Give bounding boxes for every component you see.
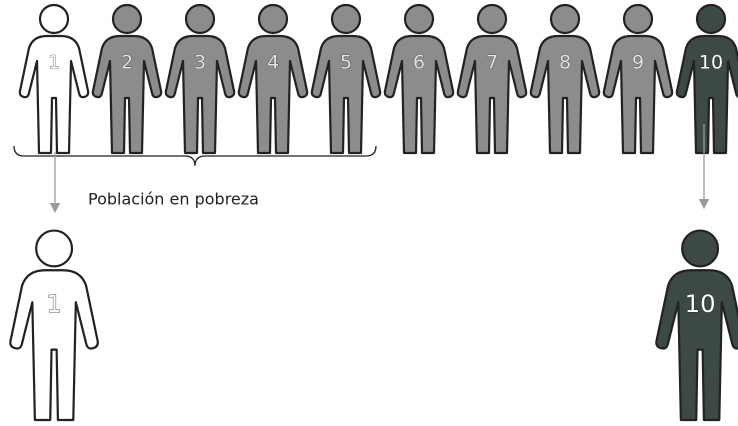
poverty-bracket <box>13 145 377 167</box>
person-label: 10 <box>699 52 723 74</box>
person-5: 5 <box>310 3 382 155</box>
person-body <box>675 34 738 155</box>
person-head <box>622 3 654 35</box>
person-head <box>257 3 289 35</box>
person-body <box>529 34 601 155</box>
person-2: 2 <box>91 3 163 155</box>
person-body <box>383 34 455 155</box>
person-head <box>403 3 435 35</box>
person-8: 8 <box>529 3 601 155</box>
person-head <box>695 3 727 35</box>
people-row: 1 2 3 4 5 6 7 8 9 10 <box>18 3 738 155</box>
person-body <box>655 269 738 422</box>
person-body <box>91 34 163 155</box>
highlight-row: 1 10 <box>9 229 738 422</box>
highlight-person-label: 1 <box>46 289 61 318</box>
person-3: 3 <box>164 3 236 155</box>
person-label: 4 <box>267 52 279 74</box>
person-label: 1 <box>48 52 60 74</box>
person-head <box>549 3 581 35</box>
person-label: 6 <box>413 52 425 74</box>
person-head <box>35 229 74 268</box>
person-head <box>681 229 720 268</box>
person-head <box>38 3 70 35</box>
person-body <box>456 34 528 155</box>
person-9: 9 <box>602 3 674 155</box>
person-body <box>310 34 382 155</box>
person-10: 10 <box>675 3 738 155</box>
person-label: 3 <box>194 52 206 74</box>
person-6: 6 <box>383 3 455 155</box>
person-body <box>237 34 309 155</box>
person-body <box>602 34 674 155</box>
person-body <box>164 34 236 155</box>
person-head <box>111 3 143 35</box>
person-label: 9 <box>632 52 644 74</box>
highlight-person-2: 10 <box>655 229 738 422</box>
person-label: 5 <box>340 52 352 74</box>
person-head <box>184 3 216 35</box>
person-label: 8 <box>559 52 571 74</box>
person-1: 1 <box>18 3 90 155</box>
person-4: 4 <box>237 3 309 155</box>
person-label: 7 <box>486 52 498 74</box>
person-body <box>18 34 90 155</box>
person-head <box>330 3 362 35</box>
highlight-person-label: 10 <box>685 289 716 318</box>
person-body <box>9 269 99 422</box>
bracket-label: Población en pobreza <box>88 190 259 209</box>
person-7: 7 <box>456 3 528 155</box>
highlight-person-1: 1 <box>9 229 99 422</box>
person-label: 2 <box>121 52 133 74</box>
person-head <box>476 3 508 35</box>
